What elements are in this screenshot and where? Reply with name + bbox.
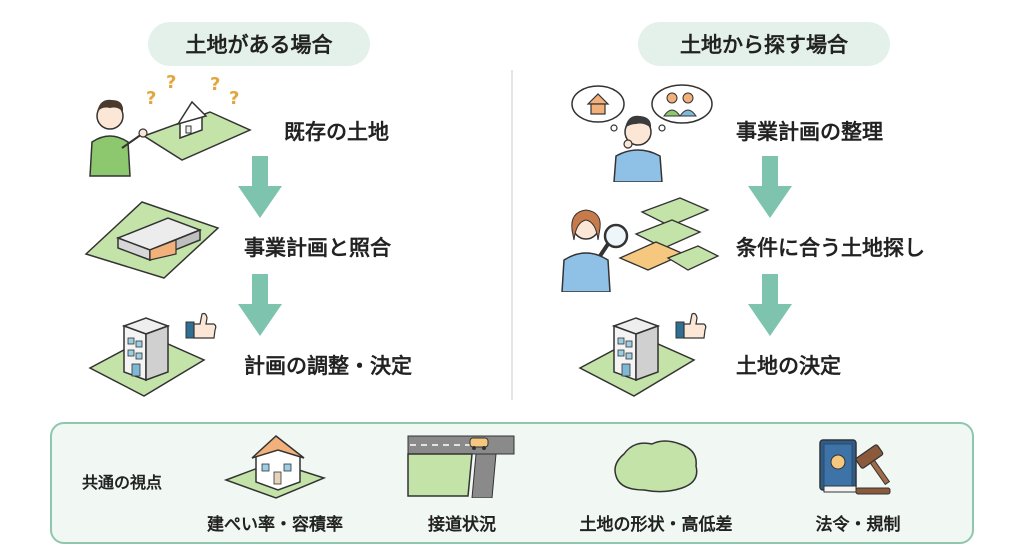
thumbs-up-icon	[675, 312, 707, 339]
right-arrow-1	[748, 156, 792, 218]
building-icon	[578, 312, 707, 397]
question-mark: ?	[146, 88, 157, 109]
law-book-gavel-icon	[819, 439, 891, 495]
question-mark: ?	[166, 72, 177, 93]
common-perspectives-label: 共通の視点	[82, 473, 163, 492]
house-icon	[176, 100, 208, 140]
factor-label-laws-regulations: 法令・規制	[815, 515, 901, 535]
left-step-1-label: 既存の土地	[284, 120, 389, 144]
factor-label-coverage-ratio: 建ぺい率・容積率	[207, 515, 343, 535]
factor-label-road-access: 接道状況	[428, 515, 496, 535]
question-mark: ?	[229, 88, 240, 109]
question-person-icon	[89, 99, 252, 177]
left-step-3-label: 計画の調整・決定	[244, 354, 412, 378]
road-icon	[407, 435, 515, 498]
land-shape-icon	[614, 440, 698, 493]
land-building-icon	[84, 201, 220, 279]
right-arrow-2	[748, 274, 792, 336]
thinking-person-icon	[571, 84, 713, 182]
right-step-1-label: 事業計画の整理	[736, 120, 883, 144]
right-section-title: 土地から探す場合	[638, 22, 890, 66]
left-step-2-label: 事業計画と照合	[244, 236, 391, 260]
thumbs-up-icon	[185, 312, 217, 339]
left-arrow-1	[238, 156, 282, 218]
left-section-title: 土地がある場合	[148, 22, 370, 66]
question-mark: ?	[210, 74, 221, 95]
magnifier-person-icon	[561, 197, 720, 292]
right-step-2-label: 条件に合う土地探し	[736, 236, 925, 260]
center-divider	[511, 70, 513, 400]
left-arrow-2	[238, 274, 282, 336]
house-icon	[223, 435, 327, 499]
building-icon	[88, 312, 217, 397]
right-step-3-label: 土地の決定	[736, 354, 841, 378]
factor-label-land-shape: 土地の形状・高低差	[579, 515, 733, 535]
